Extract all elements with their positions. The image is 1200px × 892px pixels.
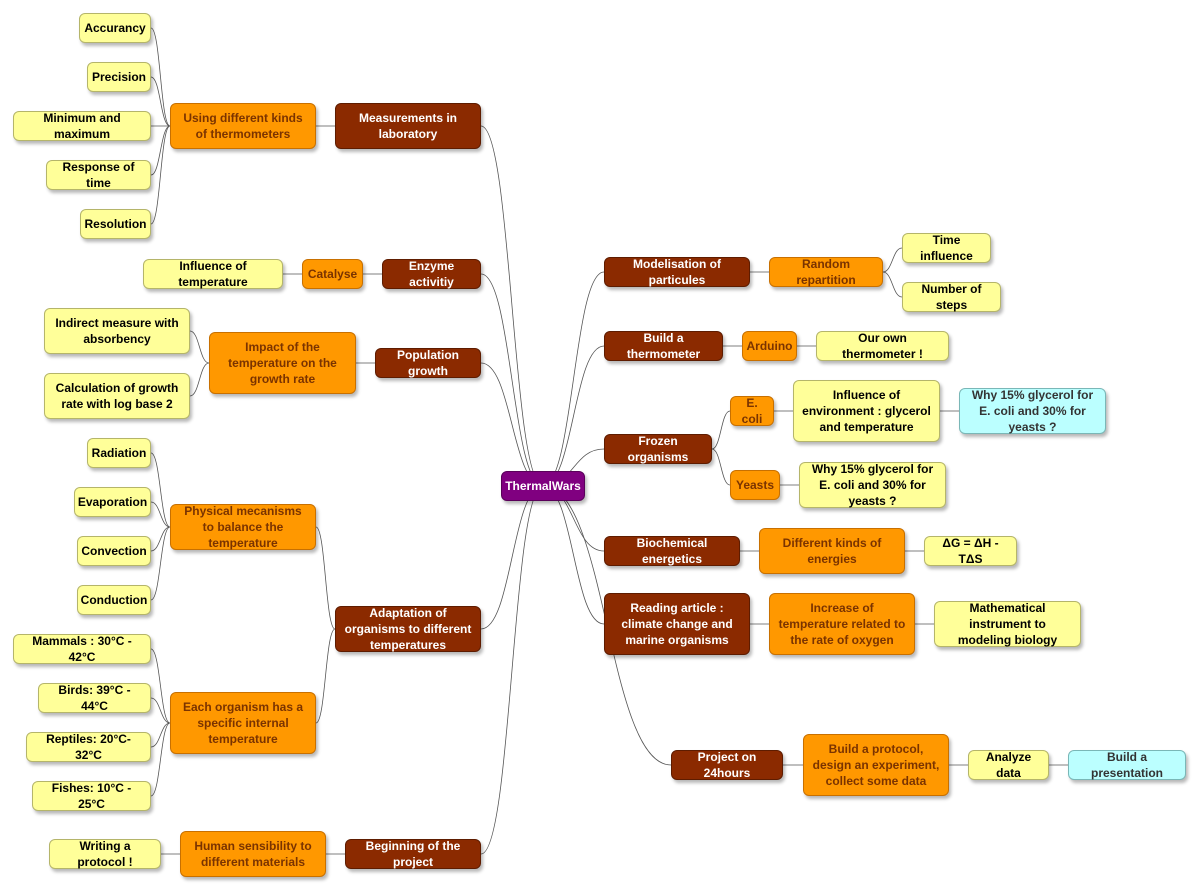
leaf-minimum-maximum[interactable]: Minimum and maximum [13,111,151,141]
physical-mechanisms-node[interactable]: Physical mecanisms to balance the temper… [170,504,316,550]
leaf-influence-of-temperature[interactable]: Influence of temperature [143,259,283,289]
oxygen-rate-node[interactable]: Increase of temperature related to the r… [769,593,915,655]
leaf-gibbs-equation[interactable]: ΔG = ΔH - TΔS [924,536,1017,566]
biochemical-energetics-node[interactable]: Biochemical energetics [604,536,740,566]
connector-line [882,247,903,273]
leaf-conduction[interactable]: Conduction [77,585,151,615]
enzyme-node[interactable]: Enzyme activitiy [382,259,481,289]
tip-build-presentation[interactable]: Build a presentation [1068,750,1186,780]
arduino-node[interactable]: Arduino [742,331,797,361]
leaf-fishes[interactable]: Fishes: 10°C - 25°C [32,781,151,811]
adaptation-node[interactable]: Adaptation of organisms to different tem… [335,606,481,652]
leaf-convection[interactable]: Convection [77,536,151,566]
build-protocol-node[interactable]: Build a protocol, design an experiment, … [803,734,949,796]
connector-line [150,526,171,552]
connector-line [150,722,171,748]
yeasts-node[interactable]: Yeasts [730,470,780,500]
connector-line [480,125,544,487]
connector-line [150,452,171,528]
connector-line [150,697,171,724]
ecoli-node[interactable]: E. coli [730,396,774,426]
beginning-node[interactable]: Beginning of the project [345,839,481,869]
leaf-response-of-time[interactable]: Response of time [46,160,151,190]
leaf-mathematical-instrument[interactable]: Mathematical instrument to modeling biol… [934,601,1081,647]
leaf-time-influence[interactable]: Time influence [902,233,991,263]
connector-line [882,271,903,298]
kinds-of-energies-node[interactable]: Different kinds of energies [759,528,905,574]
connector-line [189,330,210,364]
leaf-number-of-steps[interactable]: Number of steps [902,282,1001,312]
connector-line [150,722,171,797]
reading-article-node[interactable]: Reading article : climate change and mar… [604,593,750,655]
leaf-evaporation[interactable]: Evaporation [74,487,151,517]
random-repartition-node[interactable]: Random repartition [769,257,883,287]
connector-line [189,362,210,397]
connector-line [150,125,171,225]
internal-temperature-node[interactable]: Each organism has a specific internal te… [170,692,316,754]
leaf-birds[interactable]: Birds: 39°C - 44°C [38,683,151,713]
connector-line [150,526,171,601]
leaf-growth-rate-log[interactable]: Calculation of growth rate with log base… [44,373,190,419]
leaf-writing-protocol[interactable]: Writing a protocol ! [49,839,161,869]
connector-line [711,448,731,486]
leaf-analyze-data[interactable]: Analyze data [968,750,1049,780]
frozen-organisms-node[interactable]: Frozen organisms [604,434,712,464]
leaf-reptiles[interactable]: Reptiles: 20°C- 32°C [26,732,151,762]
leaf-resolution[interactable]: Resolution [80,209,151,239]
leaf-indirect-measure[interactable]: Indirect measure with absorbency [44,308,190,354]
connector-line [480,485,544,855]
connector-line [542,345,605,487]
leaf-radiation[interactable]: Radiation [87,438,151,468]
tip-glycerol-question[interactable]: Why 15% glycerol for E. coli and 30% for… [959,388,1106,434]
root-node[interactable]: ThermalWars [501,471,585,501]
modelisation-node[interactable]: Modelisation of particules [604,257,750,287]
measurements-node[interactable]: Measurements in laboratory [335,103,481,149]
connector-line [150,27,171,127]
human-sensibility-node[interactable]: Human sensibility to different materials [180,831,326,877]
project-24hours-node[interactable]: Project on 24hours [671,750,783,780]
leaf-glycerol-question[interactable]: Why 15% glycerol for E. coli and 30% for… [799,462,946,508]
leaf-mammals[interactable]: Mammals : 30°C - 42°C [13,634,151,664]
connector-line [542,271,605,487]
connector-line [150,76,171,127]
connector-line [315,628,336,724]
growth-rate-impact-node[interactable]: Impact of the temperature on the growth … [209,332,356,394]
thermometer-kinds-node[interactable]: Using different kinds of thermometers [170,103,316,149]
connector-line [480,485,544,630]
leaf-accurancy[interactable]: Accurancy [79,13,151,43]
connector-line [542,485,605,625]
connector-line [711,410,731,450]
population-growth-node[interactable]: Population growth [375,348,481,378]
leaf-own-thermometer[interactable]: Our own thermometer ! [816,331,949,361]
connector-line [150,648,171,724]
build-thermometer-node[interactable]: Build a thermometer [604,331,723,361]
leaf-influence-environment[interactable]: Influence of environment : glycerol and … [793,380,940,442]
leaf-precision[interactable]: Precision [87,62,151,92]
connector-line [150,501,171,528]
connector-line [315,526,336,630]
connector-line [150,125,171,176]
catalyse-node[interactable]: Catalyse [302,259,363,289]
